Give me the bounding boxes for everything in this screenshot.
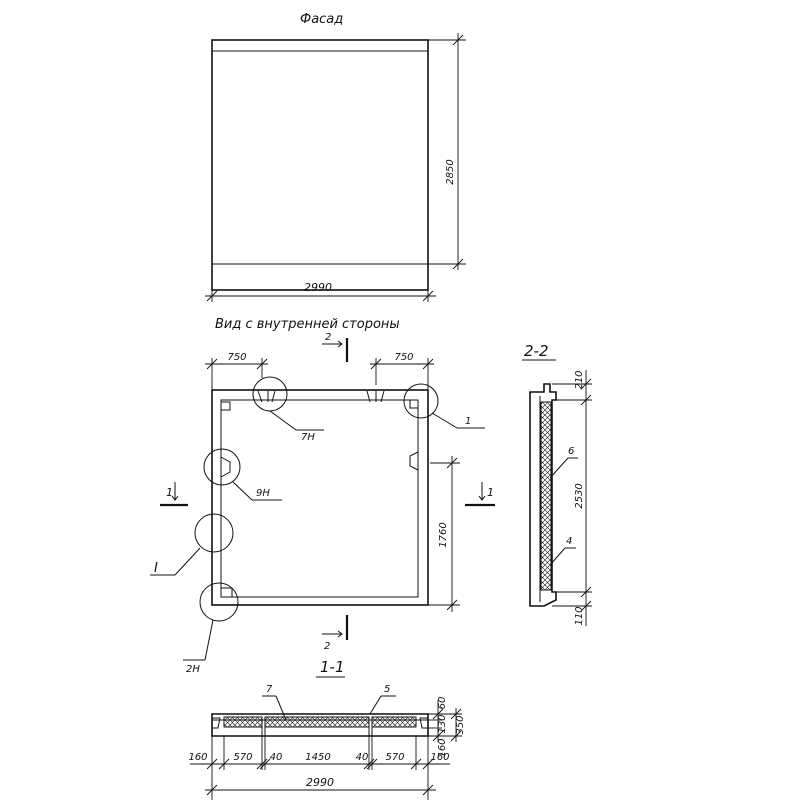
callout-I: I	[154, 561, 158, 576]
inner-view-title: Вид с внутренней стороны	[215, 317, 400, 332]
section-1-1-insulation-1	[223, 716, 263, 728]
inner-view: Вид с внутренней стороны 7Н 1 9Н I	[150, 317, 495, 675]
facade-view: Фасад 2850 2990	[205, 12, 466, 302]
section-1-1-dim-130: 130	[437, 714, 448, 733]
detail-circle-2n	[199, 582, 239, 622]
section-2-2-dim-2530: 2530	[574, 483, 585, 508]
section-1-1-label-7: 7	[266, 684, 273, 695]
section-1-1-title: 1-1	[320, 658, 345, 676]
detail-circle-1	[403, 383, 439, 419]
cut-2-top-label: 2	[325, 332, 331, 343]
dim-right-750: 750	[394, 352, 413, 363]
section-2-2-insulation	[540, 401, 552, 591]
facade-width-dim: 2990	[304, 281, 332, 294]
callout-9n: 9Н	[256, 488, 270, 499]
cut-2-bottom-label: 2	[324, 641, 330, 652]
anchor-left-mid	[220, 456, 231, 478]
anchor-bottom-left	[221, 587, 233, 597]
section-1-1-insulation-2	[264, 716, 370, 728]
callout-7n: 7Н	[301, 432, 315, 443]
section-1-1-dim-40-right: 40	[356, 752, 369, 763]
section-1-1-dim-60: 60	[437, 697, 448, 710]
facade-title: Фасад	[300, 12, 343, 27]
section-1-1-dim-160-right: 160	[430, 752, 449, 763]
section-1-1-dim-570-right: 570	[385, 752, 404, 763]
section-2-2-title: 2-2	[524, 342, 549, 360]
inner-opening-outline	[220, 399, 419, 598]
callout-1: 1	[465, 416, 471, 427]
section-2-2-dim-210: 210	[574, 370, 585, 389]
detail-circle-I	[194, 513, 234, 553]
cut-1-right-label: 1	[487, 486, 494, 499]
section-1-1-left-notch	[212, 717, 221, 729]
anchor-right-mid	[409, 451, 419, 471]
dim-1760: 1760	[438, 522, 449, 547]
section-1-1: 1-1 7 5 60 130 160 35	[188, 658, 466, 800]
section-1-1-dim-570-left: 570	[233, 752, 252, 763]
section-1-1-dim-40-left: 40	[270, 752, 283, 763]
section-1-1-dim-160-left: 160	[188, 752, 207, 763]
facade-outline	[211, 39, 429, 291]
cut-1-left-label: 1	[166, 486, 173, 499]
section-2-2: 2-2 210 2530 110 6 4	[522, 342, 592, 626]
section-1-1-total: 2990	[306, 776, 334, 789]
section-1-1-insulation-3	[371, 716, 417, 728]
section-1-1-label-5: 5	[384, 684, 390, 695]
section-2-2-label-6: 6	[568, 446, 574, 457]
inner-outer-outline	[211, 389, 429, 606]
section-2-2-dim-110: 110	[574, 606, 585, 625]
section-1-1-dim-1450: 1450	[305, 752, 330, 763]
section-2-2-label-4: 4	[566, 536, 572, 547]
detail-circle-7n	[252, 376, 288, 412]
section-1-1-right-notch	[419, 717, 428, 729]
anchor-top-right	[366, 390, 385, 403]
anchor-right-top	[409, 399, 418, 409]
section-1-1-dim-160: 160	[437, 738, 448, 757]
anchor-top-left	[257, 390, 276, 403]
anchor-left-top	[221, 401, 231, 411]
facade-height-dim: 2850	[445, 159, 456, 184]
callout-2n: 2Н	[186, 664, 200, 675]
dim-left-750: 750	[227, 352, 246, 363]
section-1-1-dim-350: 350	[455, 715, 466, 734]
detail-circle-9n	[203, 448, 241, 486]
